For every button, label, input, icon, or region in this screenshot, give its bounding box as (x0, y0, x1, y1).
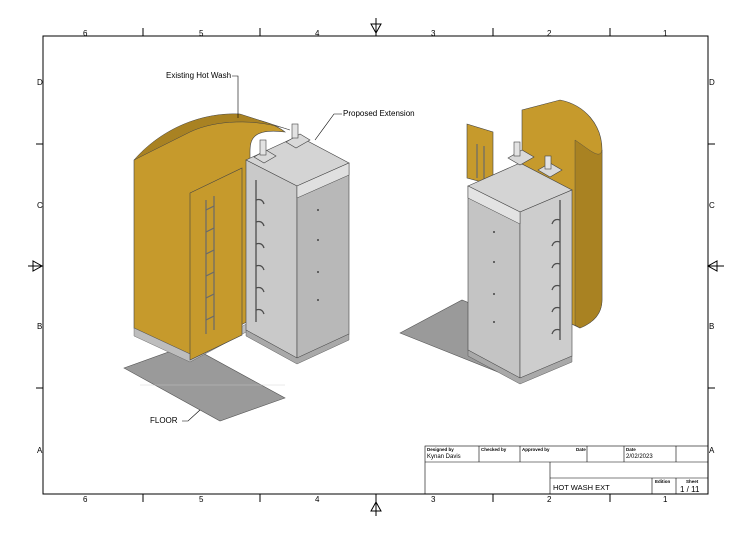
floor-plate (123, 344, 286, 422)
date-label: Date (626, 447, 636, 452)
title-block (424, 445, 709, 495)
date-label-approved: Date (576, 447, 586, 452)
zone-col-5-bottom: 5 (199, 495, 204, 504)
zone-row-b-right: B (709, 322, 715, 331)
zone-row-d-left: D (37, 78, 43, 87)
edition-label: Edition (655, 479, 671, 484)
zone-col-5-top: 5 (199, 29, 204, 38)
zone-col-3-bottom: 3 (431, 495, 436, 504)
leader-lines (182, 75, 342, 422)
zone-col-1-top: 1 (663, 29, 668, 38)
zone-col-4-top: 4 (315, 29, 320, 38)
callout-existing-hot-wash: Existing Hot Wash (166, 71, 232, 80)
zone-row-c-left: C (37, 201, 43, 210)
approved-by-label: Approved by (522, 447, 550, 452)
left-isometric-view (123, 113, 350, 422)
zone-col-6-top: 6 (83, 29, 88, 38)
callout-floor: FLOOR (150, 416, 178, 425)
zone-col-2-top: 2 (547, 29, 552, 38)
right-isometric-view (399, 99, 603, 385)
sheet-number: 1 / 11 (680, 485, 700, 494)
checked-by-label: Checked by (481, 447, 507, 452)
zone-ticks (36, 28, 715, 502)
designed-by-value: Kynan Davis (427, 454, 461, 460)
zone-row-a-left: A (37, 446, 43, 455)
zone-row-b-left: B (37, 322, 43, 331)
centering-marks (28, 18, 724, 516)
zone-col-1-bottom: 1 (663, 495, 668, 504)
zone-col-4-bottom: 4 (315, 495, 320, 504)
extension-front (245, 159, 298, 359)
drawing-title: HOT WASH EXT (553, 483, 610, 492)
zone-col-2-bottom: 2 (547, 495, 552, 504)
sheet-label: Sheet (686, 479, 699, 484)
zone-row-a-right: A (709, 446, 715, 455)
date-value: 2/02/2023 (626, 454, 653, 460)
zone-col-6-bottom: 6 (83, 495, 88, 504)
callout-proposed-extension: Proposed Extension (343, 109, 415, 118)
zone-col-3-top: 3 (431, 29, 436, 38)
zone-row-d-right: D (709, 78, 715, 87)
designed-by-label: Designed by (427, 447, 454, 452)
zone-row-c-right: C (709, 201, 715, 210)
